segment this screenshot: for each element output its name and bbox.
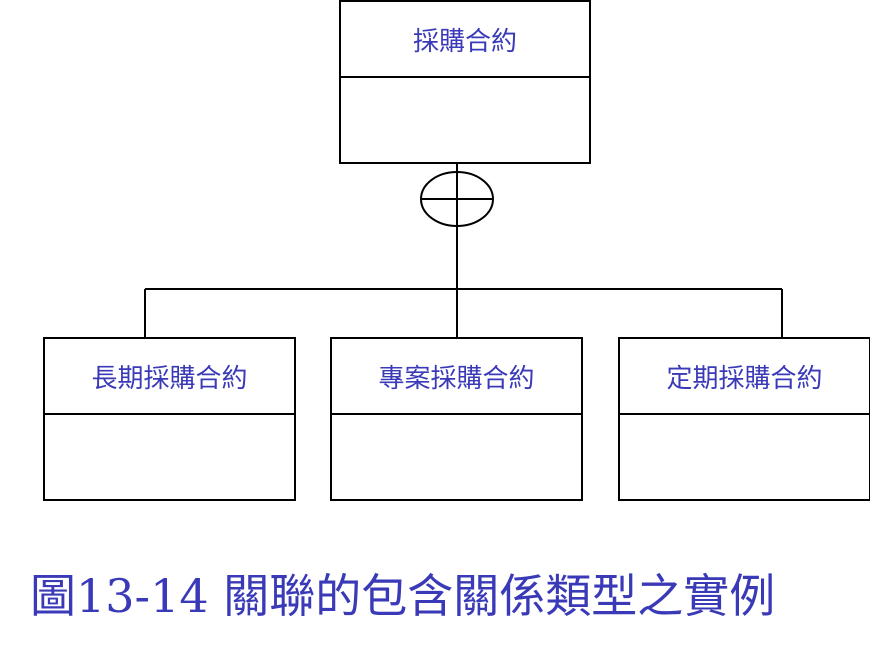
figure-caption: 圖13-14 關聯的包含關係類型之實例 xyxy=(30,569,776,623)
entity-parent-name: 採購合約 xyxy=(341,2,589,78)
entity-parent: 採購合約 xyxy=(339,0,591,164)
entity-subtype-1: 長期採購合約 xyxy=(43,337,296,501)
entity-subtype-3: 定期採購合約 xyxy=(618,337,870,501)
entity-subtype-2-name: 專案採購合約 xyxy=(332,339,581,415)
entity-subtype-1-name: 長期採購合約 xyxy=(45,339,294,415)
entity-subtype-3-name: 定期採購合約 xyxy=(620,339,869,415)
entity-subtype-2: 專案採購合約 xyxy=(330,337,583,501)
